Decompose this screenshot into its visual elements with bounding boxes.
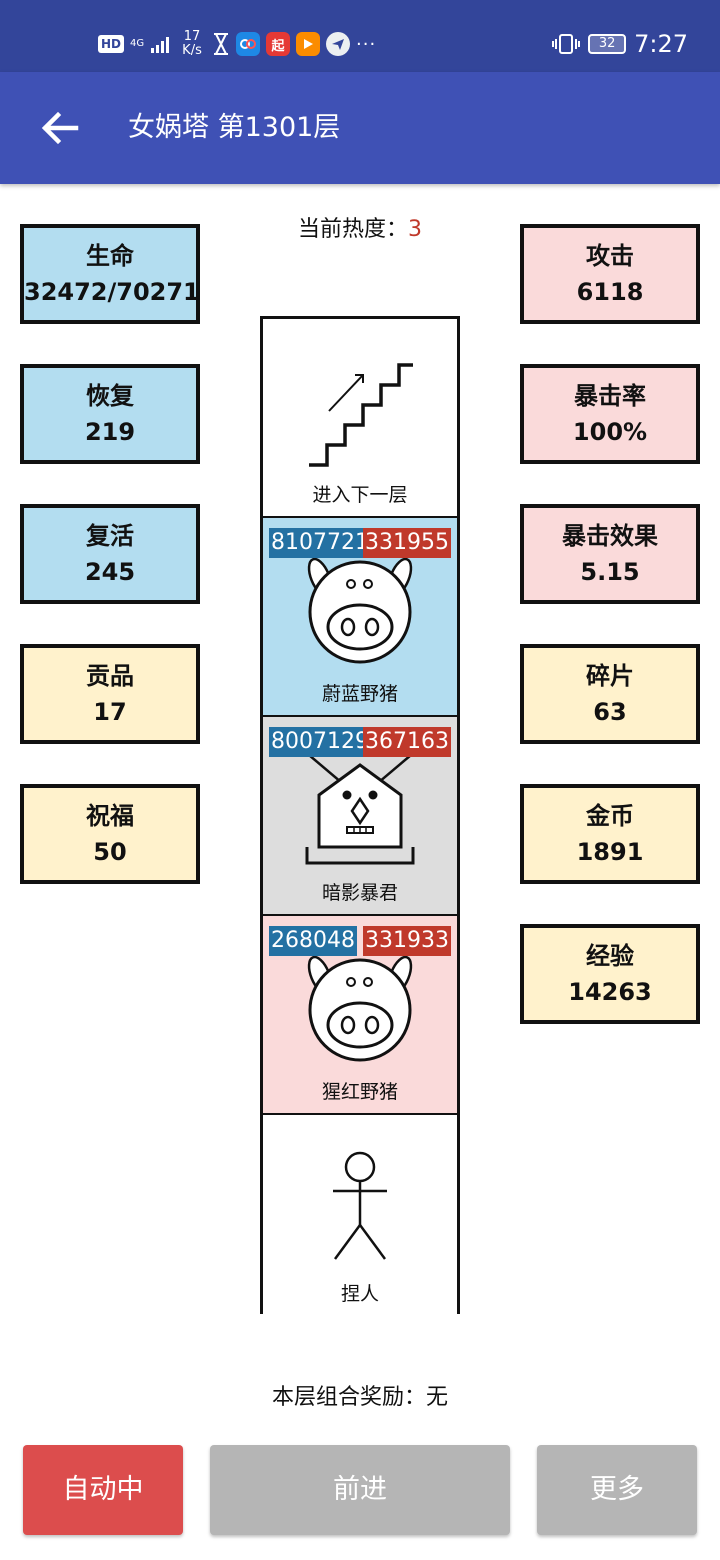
monster-hp: 8007129 bbox=[269, 727, 371, 757]
stat-value: 100% bbox=[572, 418, 648, 446]
app-icon-3 bbox=[296, 32, 321, 56]
cell-name: 捏人 bbox=[340, 1283, 379, 1305]
stat-label: 金币 bbox=[586, 802, 634, 830]
tower-cell-monster[interactable]: 8107721 331955 蔚蓝野猪 bbox=[263, 518, 457, 718]
network-type: 4G bbox=[130, 38, 145, 49]
stat-life: 生命 32472/70271 bbox=[20, 224, 200, 324]
combo-reward: 本层组合奖励：无 bbox=[0, 1382, 720, 1414]
stat-value: 50 bbox=[93, 838, 127, 866]
tower-cell-monster[interactable]: 8007129 367163 暗影暴君 bbox=[263, 717, 457, 917]
stat-label: 生命 bbox=[86, 242, 134, 270]
stat-attack: 攻击 6118 bbox=[520, 224, 700, 324]
monster-hp: 8107721 bbox=[269, 528, 371, 558]
stick-figure-icon bbox=[333, 1151, 387, 1260]
status-bar: HD 4G 17 K/s 起 ··· 32 bbox=[0, 0, 720, 72]
vibrate-icon bbox=[552, 34, 581, 54]
stat-label: 经验 bbox=[586, 942, 634, 970]
back-button[interactable] bbox=[38, 106, 82, 150]
stat-experience: 经验 14263 bbox=[520, 924, 700, 1024]
monster-attack: 367163 bbox=[363, 727, 451, 757]
network-speed-unit: K/s bbox=[182, 43, 202, 58]
battery-icon: 32 bbox=[588, 34, 627, 54]
stat-value: 63 bbox=[593, 698, 627, 726]
clock: 7:27 bbox=[634, 30, 688, 58]
stat-crit-rate: 暴击率 100% bbox=[520, 364, 700, 464]
heat-label: 当前热度： bbox=[297, 217, 408, 242]
stat-label: 暴击率 bbox=[574, 382, 646, 410]
stat-blessing: 祝福 50 bbox=[20, 784, 200, 884]
more-button[interactable]: 更多 bbox=[537, 1445, 697, 1535]
stat-tribute: 贡品 17 bbox=[20, 644, 200, 744]
monster-hp: 268048 bbox=[269, 926, 357, 956]
hd-badge: HD bbox=[98, 35, 125, 53]
tyrant-icon bbox=[305, 754, 415, 865]
stat-label: 恢复 bbox=[86, 382, 134, 410]
app-icon-1 bbox=[236, 32, 261, 56]
tower-cell-monster[interactable]: 268048 331933 猩红野猪 bbox=[263, 916, 457, 1116]
hourglass-icon bbox=[214, 33, 229, 55]
back-arrow-icon bbox=[41, 111, 79, 145]
stat-recovery: 恢复 219 bbox=[20, 364, 200, 464]
stat-gold: 金币 1891 bbox=[520, 784, 700, 884]
network-speed: 17 K/s bbox=[178, 30, 206, 58]
forward-button[interactable]: 前进 bbox=[210, 1445, 510, 1535]
tower-cell-stairs[interactable]: 进入下一层 bbox=[263, 319, 457, 519]
page-title: 女娲塔 第1301层 bbox=[128, 112, 341, 143]
stat-label: 暴击效果 bbox=[562, 522, 658, 550]
stat-value: 245 bbox=[84, 558, 136, 586]
stat-value: 17 bbox=[93, 698, 127, 726]
app-icon-4 bbox=[326, 32, 351, 56]
stat-label: 复活 bbox=[86, 522, 134, 550]
stat-value: 6118 bbox=[576, 278, 644, 306]
stat-value: 1891 bbox=[576, 838, 644, 866]
cell-name: 猩红野猪 bbox=[321, 1081, 398, 1103]
stat-label: 祝福 bbox=[86, 802, 134, 830]
boar-icon bbox=[307, 557, 413, 664]
heat-value: 3 bbox=[408, 217, 422, 242]
combo-value: 无 bbox=[426, 1385, 449, 1410]
app-icon-2: 起 bbox=[266, 32, 291, 56]
more-notifications: ··· bbox=[356, 33, 377, 55]
tower-column: 进入下一层 8107721 331955 蔚蓝野猪 bbox=[260, 316, 460, 1315]
monster-attack: 331955 bbox=[363, 528, 451, 558]
stat-value: 5.15 bbox=[580, 558, 640, 586]
tower-cell-player[interactable]: 捏人 bbox=[263, 1115, 457, 1315]
stat-label: 贡品 bbox=[86, 662, 134, 690]
heat-indicator: 当前热度：3 bbox=[0, 214, 720, 246]
auto-button[interactable]: 自动中 bbox=[23, 1445, 183, 1535]
stat-crit-effect: 暴击效果 5.15 bbox=[520, 504, 700, 604]
stat-revive: 复活 245 bbox=[20, 504, 200, 604]
monster-attack: 331933 bbox=[363, 926, 451, 956]
signal-icon bbox=[151, 37, 170, 53]
combo-label: 本层组合奖励： bbox=[271, 1385, 426, 1410]
status-right: 32 7:27 bbox=[552, 22, 688, 66]
boar-icon bbox=[307, 955, 413, 1062]
stat-value: 14263 bbox=[568, 978, 652, 1006]
stat-value: 219 bbox=[84, 418, 136, 446]
stairs-icon bbox=[309, 363, 413, 467]
cell-name: 进入下一层 bbox=[312, 484, 408, 506]
stat-label: 攻击 bbox=[586, 242, 634, 270]
app-bar: 女娲塔 第1301层 bbox=[0, 72, 720, 184]
stat-value: 32472/70271 bbox=[24, 278, 200, 306]
status-left: HD 4G 17 K/s 起 ··· bbox=[98, 22, 376, 66]
cell-name: 蔚蓝野猪 bbox=[321, 683, 398, 705]
cell-name: 暗影暴君 bbox=[321, 882, 398, 904]
stat-label: 碎片 bbox=[586, 662, 634, 690]
network-speed-value: 17 bbox=[183, 29, 201, 44]
stat-fragments: 碎片 63 bbox=[520, 644, 700, 744]
